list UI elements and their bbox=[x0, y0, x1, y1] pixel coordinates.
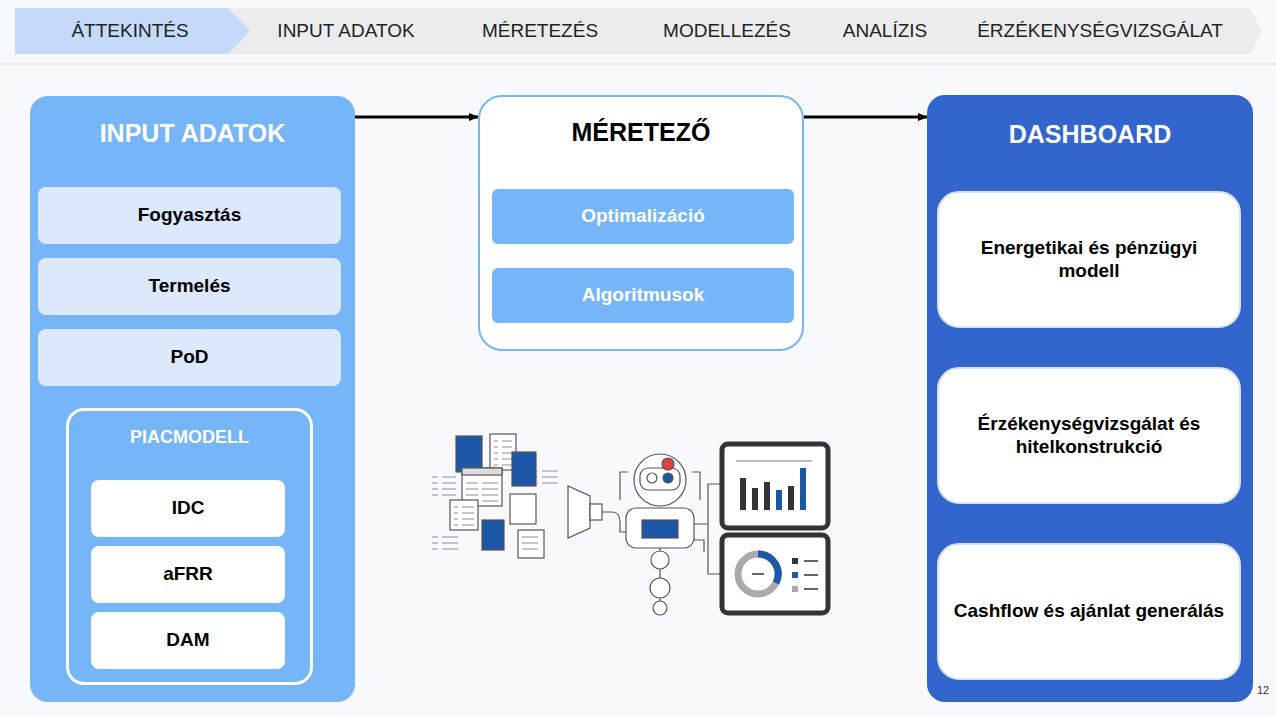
box-label: Fogyasztás bbox=[138, 204, 241, 227]
dashboard-card: Érzékenységvizsgálat és hitelkonstrukció bbox=[937, 367, 1241, 504]
flow-arrow bbox=[355, 116, 478, 119]
market-box: DAM bbox=[91, 612, 285, 669]
market-box: aFRR bbox=[91, 546, 285, 603]
input-box: Termelés bbox=[38, 258, 341, 315]
market-model-group: PIACMODELL IDC aFRR DAM bbox=[66, 408, 313, 685]
box-label: Optimalizáció bbox=[581, 205, 705, 228]
box-label: aFRR bbox=[163, 563, 213, 586]
box-label: ÁTTEKINTÉS bbox=[71, 20, 188, 43]
panel-heading: INPUT ADATOK bbox=[30, 118, 355, 148]
box-label: Energetikai és pénzügyi modell bbox=[953, 237, 1225, 283]
box-label: DAM bbox=[166, 629, 209, 652]
panel-heading: MÉRETEZŐ bbox=[480, 117, 802, 147]
panel-heading: DASHBOARD bbox=[927, 119, 1253, 149]
dashboard-card: Energetikai és pénzügyi modell bbox=[937, 191, 1241, 328]
sizer-panel: MÉRETEZŐ OptimalizációAlgoritmusok bbox=[478, 95, 804, 351]
sizer-button: Algoritmusok bbox=[492, 268, 794, 323]
box-label: IDC bbox=[172, 497, 205, 520]
box-label: Algoritmusok bbox=[582, 284, 704, 307]
nav-tab-label: ÉRZÉKENYSÉGVIZSGÁLAT bbox=[977, 20, 1223, 42]
box-label: Termelés bbox=[148, 275, 230, 298]
box-label: Érzékenységvizsgálat és hitelkonstrukció bbox=[953, 413, 1225, 459]
panel-heading: PIACMODELL bbox=[69, 427, 310, 449]
nav-tab-label: MODELLEZÉS bbox=[663, 20, 791, 42]
box-label: Cashflow és ajánlat generálás bbox=[954, 600, 1224, 623]
nav-tab-label: MÉRETEZÉS bbox=[482, 20, 598, 42]
flow-arrow bbox=[804, 116, 927, 119]
input-panel: INPUT ADATOK FogyasztásTermelésPoD PIACMOD… bbox=[30, 96, 355, 702]
page-number: 12 bbox=[1257, 684, 1269, 696]
market-box: IDC bbox=[91, 480, 285, 537]
box-label: PoD bbox=[171, 346, 209, 369]
dashboard-panel: DASHBOARD Energetikai és pénzügyi modellÉ… bbox=[927, 95, 1253, 702]
dashboard-card: Cashflow és ajánlat generálás bbox=[937, 543, 1241, 680]
input-box: Fogyasztás bbox=[38, 187, 341, 244]
nav-tab-label: ANALÍZIS bbox=[843, 20, 927, 42]
nav-tab: ÁTTEKINTÉS bbox=[15, 8, 245, 54]
sizer-button: Optimalizáció bbox=[492, 189, 794, 244]
nav-tab-label: INPUT ADATOK bbox=[277, 20, 414, 42]
input-box: PoD bbox=[38, 329, 341, 386]
